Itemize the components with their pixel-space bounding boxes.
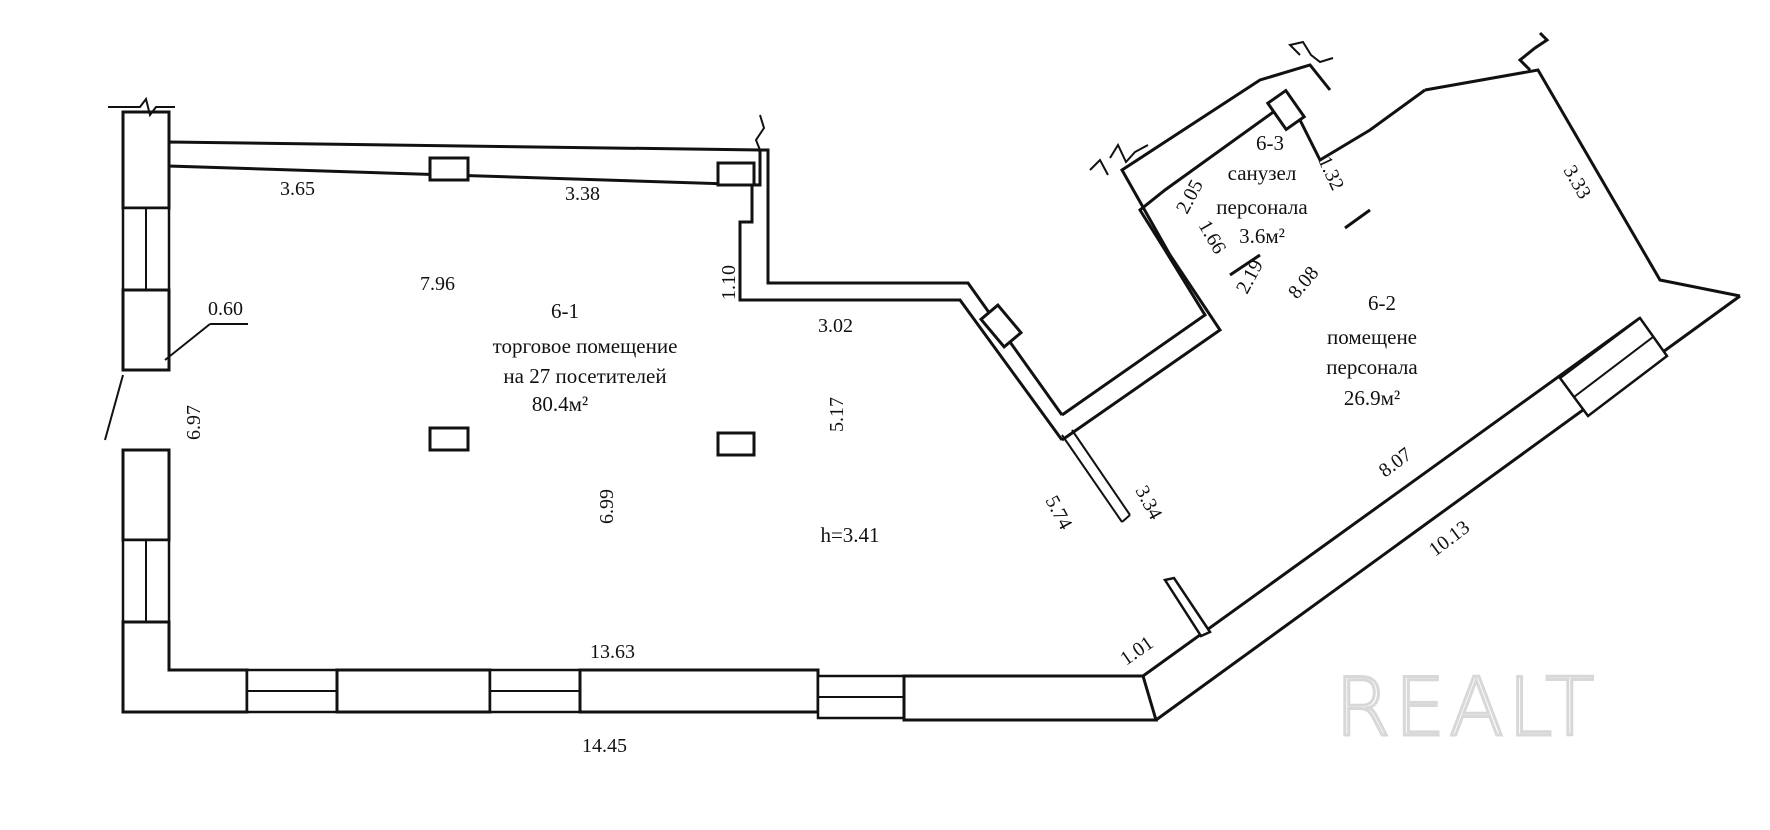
room-note: персонала [1216,195,1308,219]
room-area: 3.6м² [1239,224,1285,248]
dim-notch-width: 3.02 [818,315,853,337]
room-id: 6-3 [1256,131,1284,155]
dim-wc-mid: 1.66 [1194,217,1231,258]
notch-wall [738,148,1064,441]
dim-door: 1.01 [1116,632,1157,670]
room-name: санузел [1228,161,1297,185]
dim-top-left: 3.65 [280,178,315,200]
dim-wc-bottom: 2.19 [1232,256,1268,297]
dim-bottom-inner: 13.63 [590,641,635,663]
room-6-1-label: 6-1 торговое помещение на 27 посетителей… [493,299,678,416]
bottom-wall [121,620,1159,722]
room-id: 6-2 [1368,291,1396,315]
ceiling-height: h=3.41 [820,523,879,547]
watermark-logo: REALT [1335,661,1598,754]
room-6-2-label: 6-2 помещене персонала 26.9м² [1326,291,1418,410]
dim-wc-top: 1.32 [1313,153,1348,194]
room-name: помещене [1327,325,1417,349]
dim-bottom-outer: 14.45 [582,735,627,757]
room-note: персонала [1326,355,1418,379]
dim-left-wall: 6.97 [183,405,205,440]
dim-diagonal-inner: 5.74 [1041,492,1077,533]
room-6-3-label: 6-3 санузел персонала 3.6м² [1216,131,1308,248]
left-wall [108,96,175,624]
room-id: 6-1 [551,299,579,323]
dim-staff-side: 3.33 [1559,162,1596,203]
staff-wc-walls [1061,31,1741,442]
interior-lines [104,323,1212,638]
dim-left-pier: 0.60 [208,298,243,320]
dim-notch-height: 1.10 [718,265,740,300]
dim-staff-width: 8.08 [1284,262,1323,303]
room-note: на 27 посетителей [503,364,666,388]
diagonal-wall [1142,294,1741,722]
columns [428,156,1024,457]
dim-staff-diag: 8.07 [1375,443,1416,482]
dim-partition: 3.34 [1131,482,1167,523]
room-area: 26.9м² [1344,386,1400,410]
dim-room-width: 7.96 [420,273,455,295]
dim-room-depth: 6.99 [596,489,618,524]
dim-top-right: 3.38 [565,183,600,205]
dim-outer-diag: 10.13 [1425,516,1474,561]
dim-inner-height: 5.17 [826,397,848,432]
room-name: торговое помещение [493,334,678,358]
room-area: 80.4м² [532,392,588,416]
